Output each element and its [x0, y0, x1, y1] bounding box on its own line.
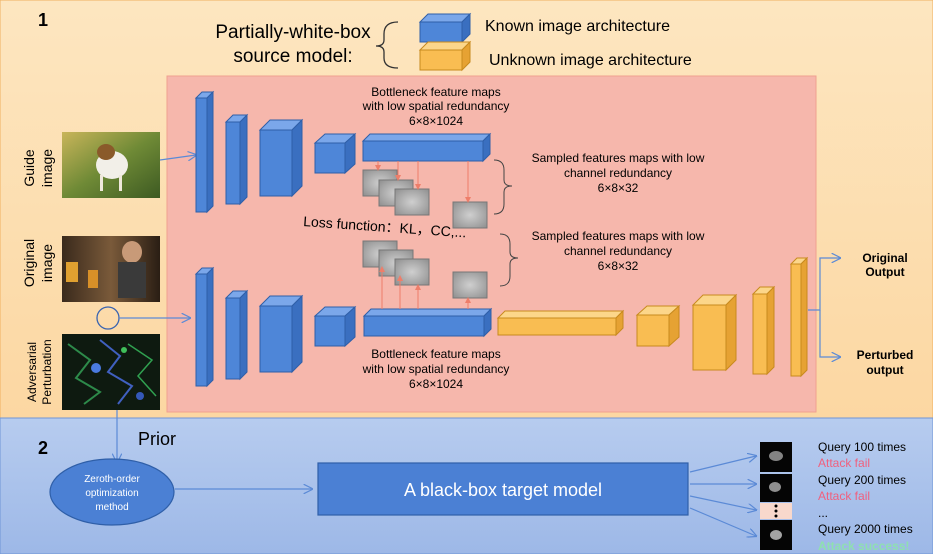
bottleneck-top-line-1: Bottleneck feature maps: [371, 85, 500, 99]
sampled-bottom-line-2: channel redundancy: [564, 244, 672, 258]
orig-block-4: [313, 305, 357, 348]
query-arrows: [689, 456, 756, 536]
guide-image: [62, 132, 160, 198]
original-output-arrow: [808, 258, 840, 311]
decoder-block-3: [691, 293, 738, 372]
sampled-top-line-2: channel redundancy: [564, 166, 672, 180]
source-model-label-2: source model:: [233, 46, 352, 67]
query-100-label: Query 100 times: [818, 440, 906, 454]
panel2-number: 2: [38, 438, 48, 458]
perturbed-output-arrow: [819, 310, 840, 357]
guide-block-3: [258, 118, 304, 198]
black-box-target-model: [317, 462, 689, 516]
legend-unknown-label: Unknown image architecture: [489, 52, 692, 69]
prior-label: Prior: [138, 429, 176, 449]
orig-block-2: [224, 289, 249, 381]
guide-encoder-blocks: [194, 90, 492, 214]
guide-input-arrow: [159, 155, 196, 160]
query-ellipsis: ...: [818, 506, 828, 520]
orig-bottleneck-block: [362, 307, 493, 338]
sampled-top-line-1: Sampled features maps with low: [532, 151, 705, 165]
zeroth-order-ellipse: [49, 458, 175, 526]
zeroth-order-line-1: Zeroth-order: [84, 474, 140, 485]
bottleneck-bottom-line-1: Bottleneck feature maps: [371, 347, 500, 361]
adversarial-label-1: Adversarial: [25, 342, 39, 402]
sampled-top-brace: [493, 159, 513, 215]
bottleneck-bottom-line-2: with low spatial redundancy: [362, 362, 510, 376]
legend-known-block: [418, 12, 472, 44]
guide-block-1: [194, 90, 215, 214]
bottleneck-bottom-line-3: 6×8×1024: [409, 377, 463, 391]
original-output-line-2: Output: [865, 265, 904, 279]
original-image: [62, 236, 160, 302]
sampled-bottom-line-3: 6×8×32: [598, 259, 639, 273]
original-label-2: image: [39, 244, 55, 282]
orig-block-3: [258, 294, 304, 374]
sampled-bottom-line-1: Sampled features maps with low: [532, 229, 705, 243]
sampling-arrows: [375, 161, 471, 309]
guide-label-1: Guide: [21, 149, 37, 187]
adversarial-label-2: Perturbation: [40, 339, 54, 404]
source-model-label-1: Partially-white-box: [215, 22, 371, 43]
decoder-block-2: [635, 304, 681, 348]
bottleneck-top-line-2: with low spatial redundancy: [362, 99, 510, 113]
guide-bottleneck-block: [361, 132, 492, 163]
original-label-1: Original: [21, 239, 37, 287]
decoder-block-1: [496, 309, 625, 337]
decoder-block-4: [751, 285, 776, 376]
target-model-label: A black-box target model: [404, 480, 602, 500]
decoder-block-5: [789, 256, 809, 378]
attack-fail-2: Attack fail: [818, 489, 870, 503]
legend-brace: [375, 21, 399, 69]
guide-block-2: [224, 113, 249, 206]
query-2000-label: Query 2000 times: [818, 522, 913, 536]
perturbed-output-line-1: Perturbed: [857, 348, 914, 362]
attack-fail-1: Attack fail: [818, 456, 870, 470]
query-200-label: Query 200 times: [818, 473, 906, 487]
decoder-blocks: [496, 256, 809, 378]
legend-known-label: Known image architecture: [485, 18, 670, 35]
original-encoder-blocks: [194, 266, 493, 388]
orig-block-1: [194, 266, 215, 388]
sampled-top-line-3: 6×8×32: [598, 181, 639, 195]
guide-block-4: [313, 132, 357, 175]
zeroth-order-line-3: method: [95, 502, 128, 513]
guide-label-2: image: [39, 149, 55, 187]
panel1-number: 1: [38, 10, 48, 30]
attack-success: Attack success!: [818, 539, 909, 553]
adversarial-perturbation-image: [62, 334, 160, 410]
perturbed-output-line-2: output: [866, 363, 903, 377]
original-output-line-1: Original: [862, 251, 907, 265]
zeroth-order-line-2: optimization: [85, 488, 138, 499]
sampled-bottom-brace: [499, 233, 519, 287]
bottleneck-top-line-3: 6×8×1024: [409, 114, 463, 128]
legend-unknown-block: [418, 40, 472, 72]
query-result-thumbnails: [760, 442, 792, 550]
